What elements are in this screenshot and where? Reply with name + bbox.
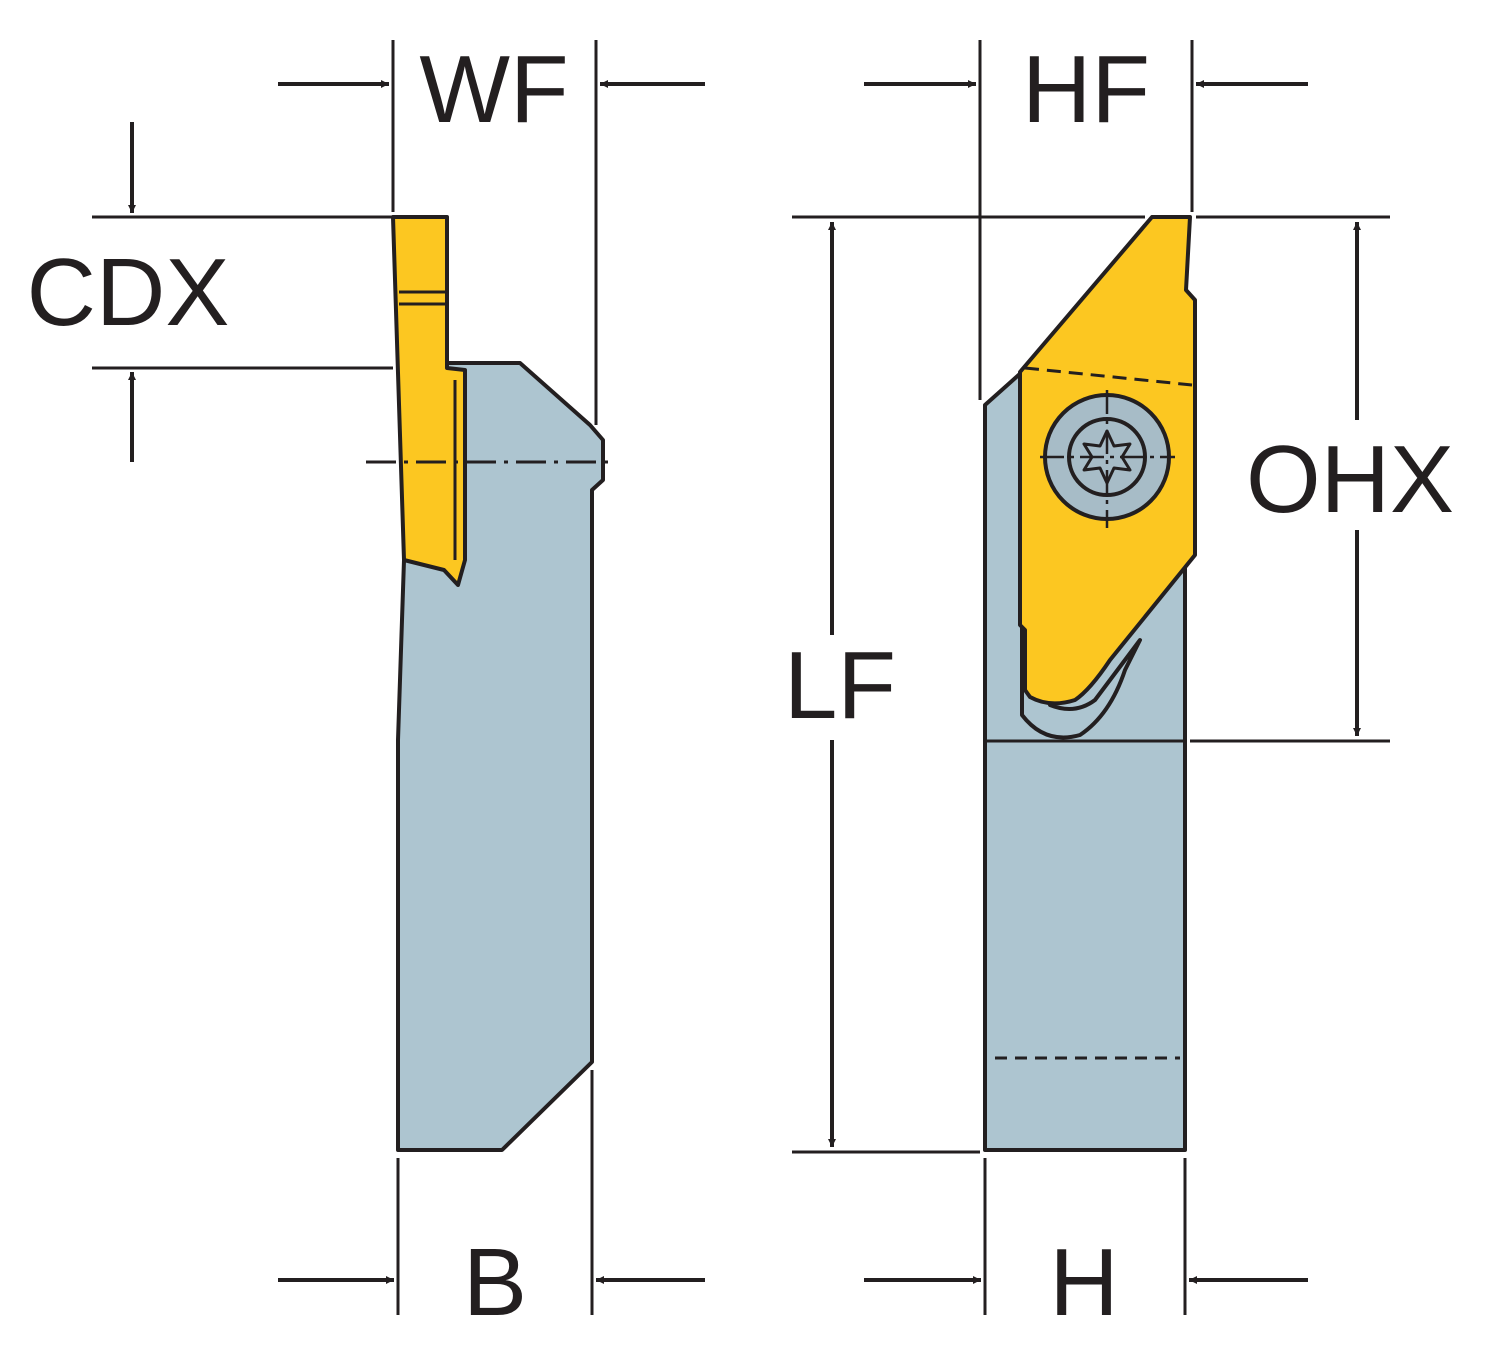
label-hf: HF [1022,36,1150,143]
label-b: B [463,1229,527,1336]
label-lf: LF [784,632,896,739]
label-wf: WF [419,36,568,143]
screw-center-lines [1040,390,1175,528]
front-view-extension-lines [792,40,1390,1315]
label-ohx: OHX [1246,426,1454,533]
label-h: H [1049,1229,1118,1336]
clamp-slot [1020,598,1142,740]
label-cdx: CDX [27,239,230,346]
insert-blade-side [391,215,467,587]
front-view [983,215,1197,1152]
side-view [391,215,605,1152]
side-view-extension-lines [92,40,598,1315]
